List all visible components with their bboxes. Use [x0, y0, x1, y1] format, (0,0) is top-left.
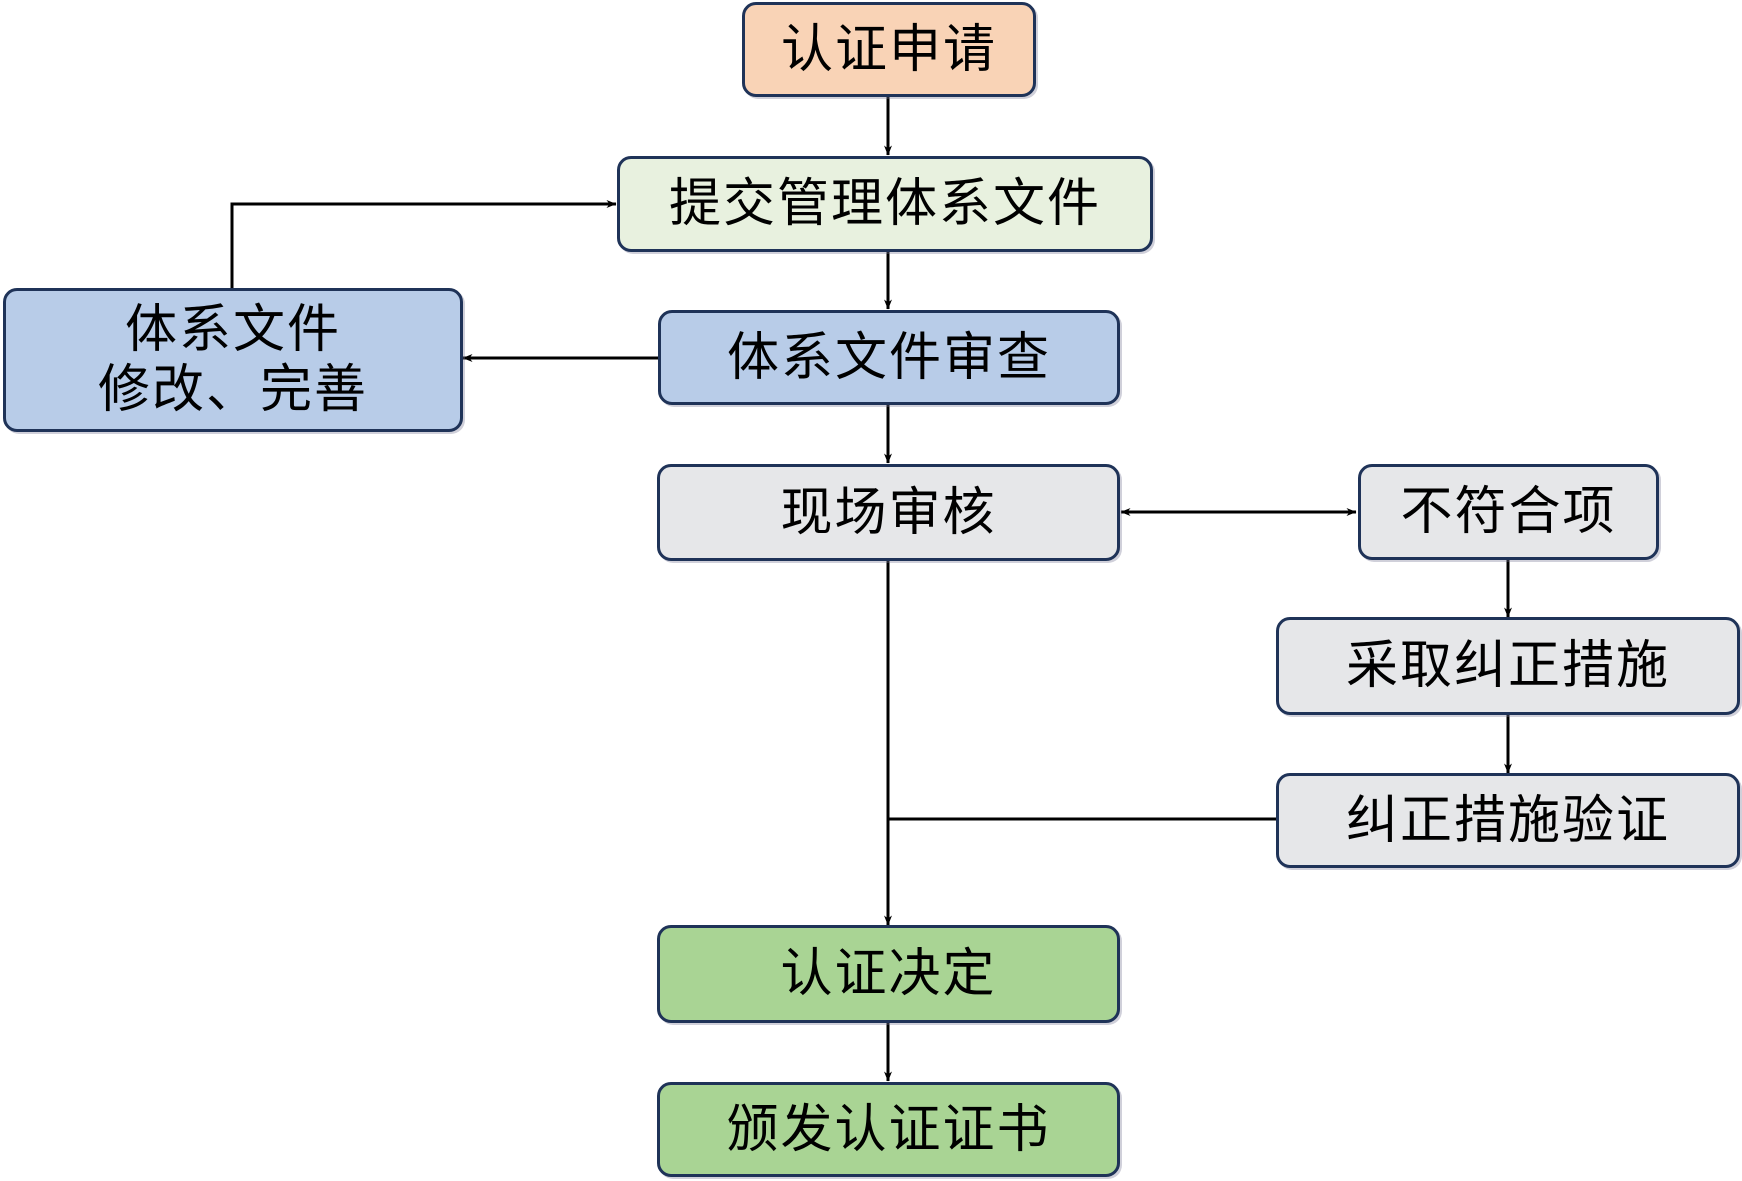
node-issue-certificate: 颁发认证证书 — [657, 1082, 1120, 1177]
node-revise-documents: 体系文件 修改、完善 — [3, 288, 463, 432]
node-label-line1: 体系文件 — [124, 300, 341, 360]
node-label-line2: 修改、完善 — [97, 360, 368, 420]
node-submit-documents: 提交管理体系文件 — [617, 156, 1153, 252]
node-label: 认证申请 — [780, 19, 997, 80]
node-certification-decision: 认证决定 — [657, 925, 1120, 1023]
node-label: 不符合项 — [1400, 482, 1617, 542]
node-certification-application: 认证申请 — [742, 2, 1036, 97]
node-document-review: 体系文件审查 — [658, 310, 1120, 405]
node-label: 体系文件审查 — [726, 327, 1051, 388]
arrow-revise-to-submit — [230, 200, 617, 288]
node-label: 认证决定 — [780, 944, 997, 1004]
node-onsite-audit: 现场审核 — [657, 464, 1120, 561]
node-label: 纠正措施验证 — [1345, 790, 1670, 851]
node-label: 现场审核 — [780, 482, 997, 543]
node-corrective-verification: 纠正措施验证 — [1276, 773, 1740, 868]
node-label: 提交管理体系文件 — [668, 174, 1101, 234]
node-nonconformity: 不符合项 — [1358, 464, 1659, 560]
node-label: 颁发认证证书 — [726, 1099, 1051, 1160]
node-label: 采取纠正措施 — [1345, 636, 1670, 696]
node-corrective-action: 采取纠正措施 — [1276, 617, 1740, 715]
